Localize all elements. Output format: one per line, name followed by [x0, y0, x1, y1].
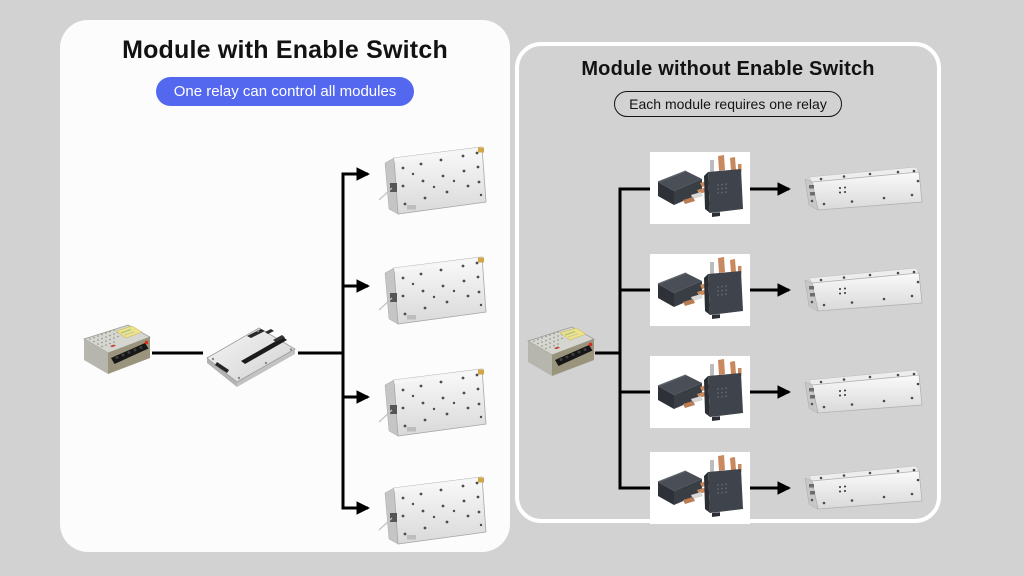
- panel-without-enable-switch: Module without Enable Switch Each module…: [515, 42, 941, 523]
- each-module-badge: Each module requires one relay: [614, 91, 842, 117]
- amplifier-module-icon: [378, 473, 490, 547]
- right-panel-title: Module without Enable Switch: [581, 58, 875, 80]
- right-badge-row: Each module requires one relay: [519, 81, 937, 117]
- relay-pair-icon: [650, 356, 750, 428]
- relay-pair-icon: [650, 254, 750, 326]
- amplifier-module-icon: [378, 365, 490, 439]
- amplifier-module-icon: [800, 463, 925, 513]
- amplifier-module-icon: [378, 253, 490, 327]
- panel-with-enable-switch: Module with Enable Switch One relay can …: [60, 20, 510, 552]
- amplifier-module-icon: [800, 265, 925, 315]
- relay-pair-icon: [650, 152, 750, 224]
- amplifier-module-icon: [800, 164, 925, 214]
- power-supply-icon: [80, 321, 152, 385]
- one-relay-badge: One relay can control all modules: [155, 77, 415, 106]
- amplifier-module-icon: [800, 367, 925, 417]
- left-panel-title: Module with Enable Switch: [122, 36, 448, 64]
- enable-switch-module-icon: [203, 316, 299, 394]
- left-badge-row: One relay can control all modules: [60, 65, 510, 106]
- amplifier-module-icon: [378, 143, 490, 217]
- relay-pair-icon: [650, 452, 750, 524]
- power-supply-icon: [524, 323, 596, 387]
